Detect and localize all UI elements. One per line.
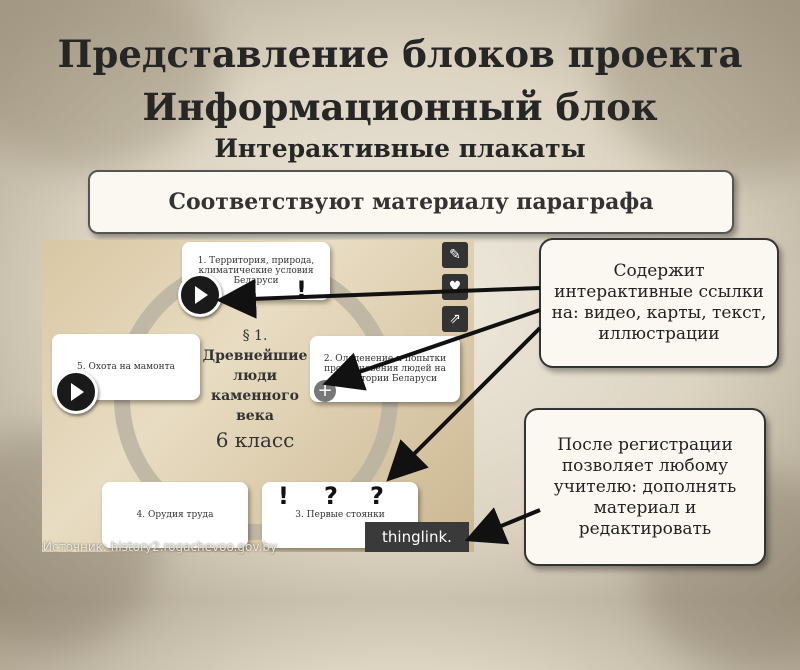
source-caption: Источник: history2.rogachevoo.gov.by xyxy=(43,540,278,554)
slide-title: Представление блоков проекта xyxy=(57,32,743,76)
callout-links: Содержит интерактивные ссылки на: видео,… xyxy=(539,238,779,368)
grade-label: 6 класс xyxy=(215,428,295,452)
play-video-icon[interactable] xyxy=(54,370,98,414)
poster-card-tools[interactable]: 4. Орудия труда xyxy=(102,482,248,548)
callout-editing: После регистрации позволяет любому учите… xyxy=(524,408,766,566)
card-label: 3. Первые стоянки xyxy=(295,510,385,520)
thinglink-logo[interactable]: thinglink. xyxy=(365,522,469,552)
slide-subtitle: Интерактивные плакаты xyxy=(214,134,586,163)
banner-box: Соответствуют материалу параграфа xyxy=(88,170,734,234)
paragraph-number: § 1. xyxy=(242,328,268,344)
callout-text: Содержит интерактивные ссылки на: видео,… xyxy=(551,261,767,344)
exclamation-icon[interactable]: ! xyxy=(278,482,289,510)
slide-title-line2: Информационный блок xyxy=(142,85,658,129)
card-label: 2. Оледенение и попытки проникновения лю… xyxy=(323,354,447,384)
callout-text: После регистрации позволяет любому учите… xyxy=(553,434,737,539)
question-icon[interactable]: ? xyxy=(370,482,384,510)
card-label: 4. Орудия труда xyxy=(136,510,214,520)
share-icon[interactable]: ⇗ xyxy=(442,306,468,332)
exclamation-icon[interactable]: ! xyxy=(296,276,307,304)
interactive-poster[interactable]: 1. Территория, природа, климатические ус… xyxy=(42,240,474,552)
poster-topic: Древнейшие люди каменного века xyxy=(202,348,308,424)
card-label: 5. Охота на мамонта xyxy=(77,362,175,372)
banner-text: Соответствуют материалу параграфа xyxy=(168,189,654,215)
edit-icon[interactable]: ✎ xyxy=(442,242,468,268)
play-video-icon[interactable] xyxy=(178,273,222,317)
question-icon[interactable]: ? xyxy=(324,482,338,510)
poster-center: § 1. Древнейшие люди каменного века 6 кл… xyxy=(190,326,320,450)
heart-icon[interactable]: ♥ xyxy=(442,274,468,300)
